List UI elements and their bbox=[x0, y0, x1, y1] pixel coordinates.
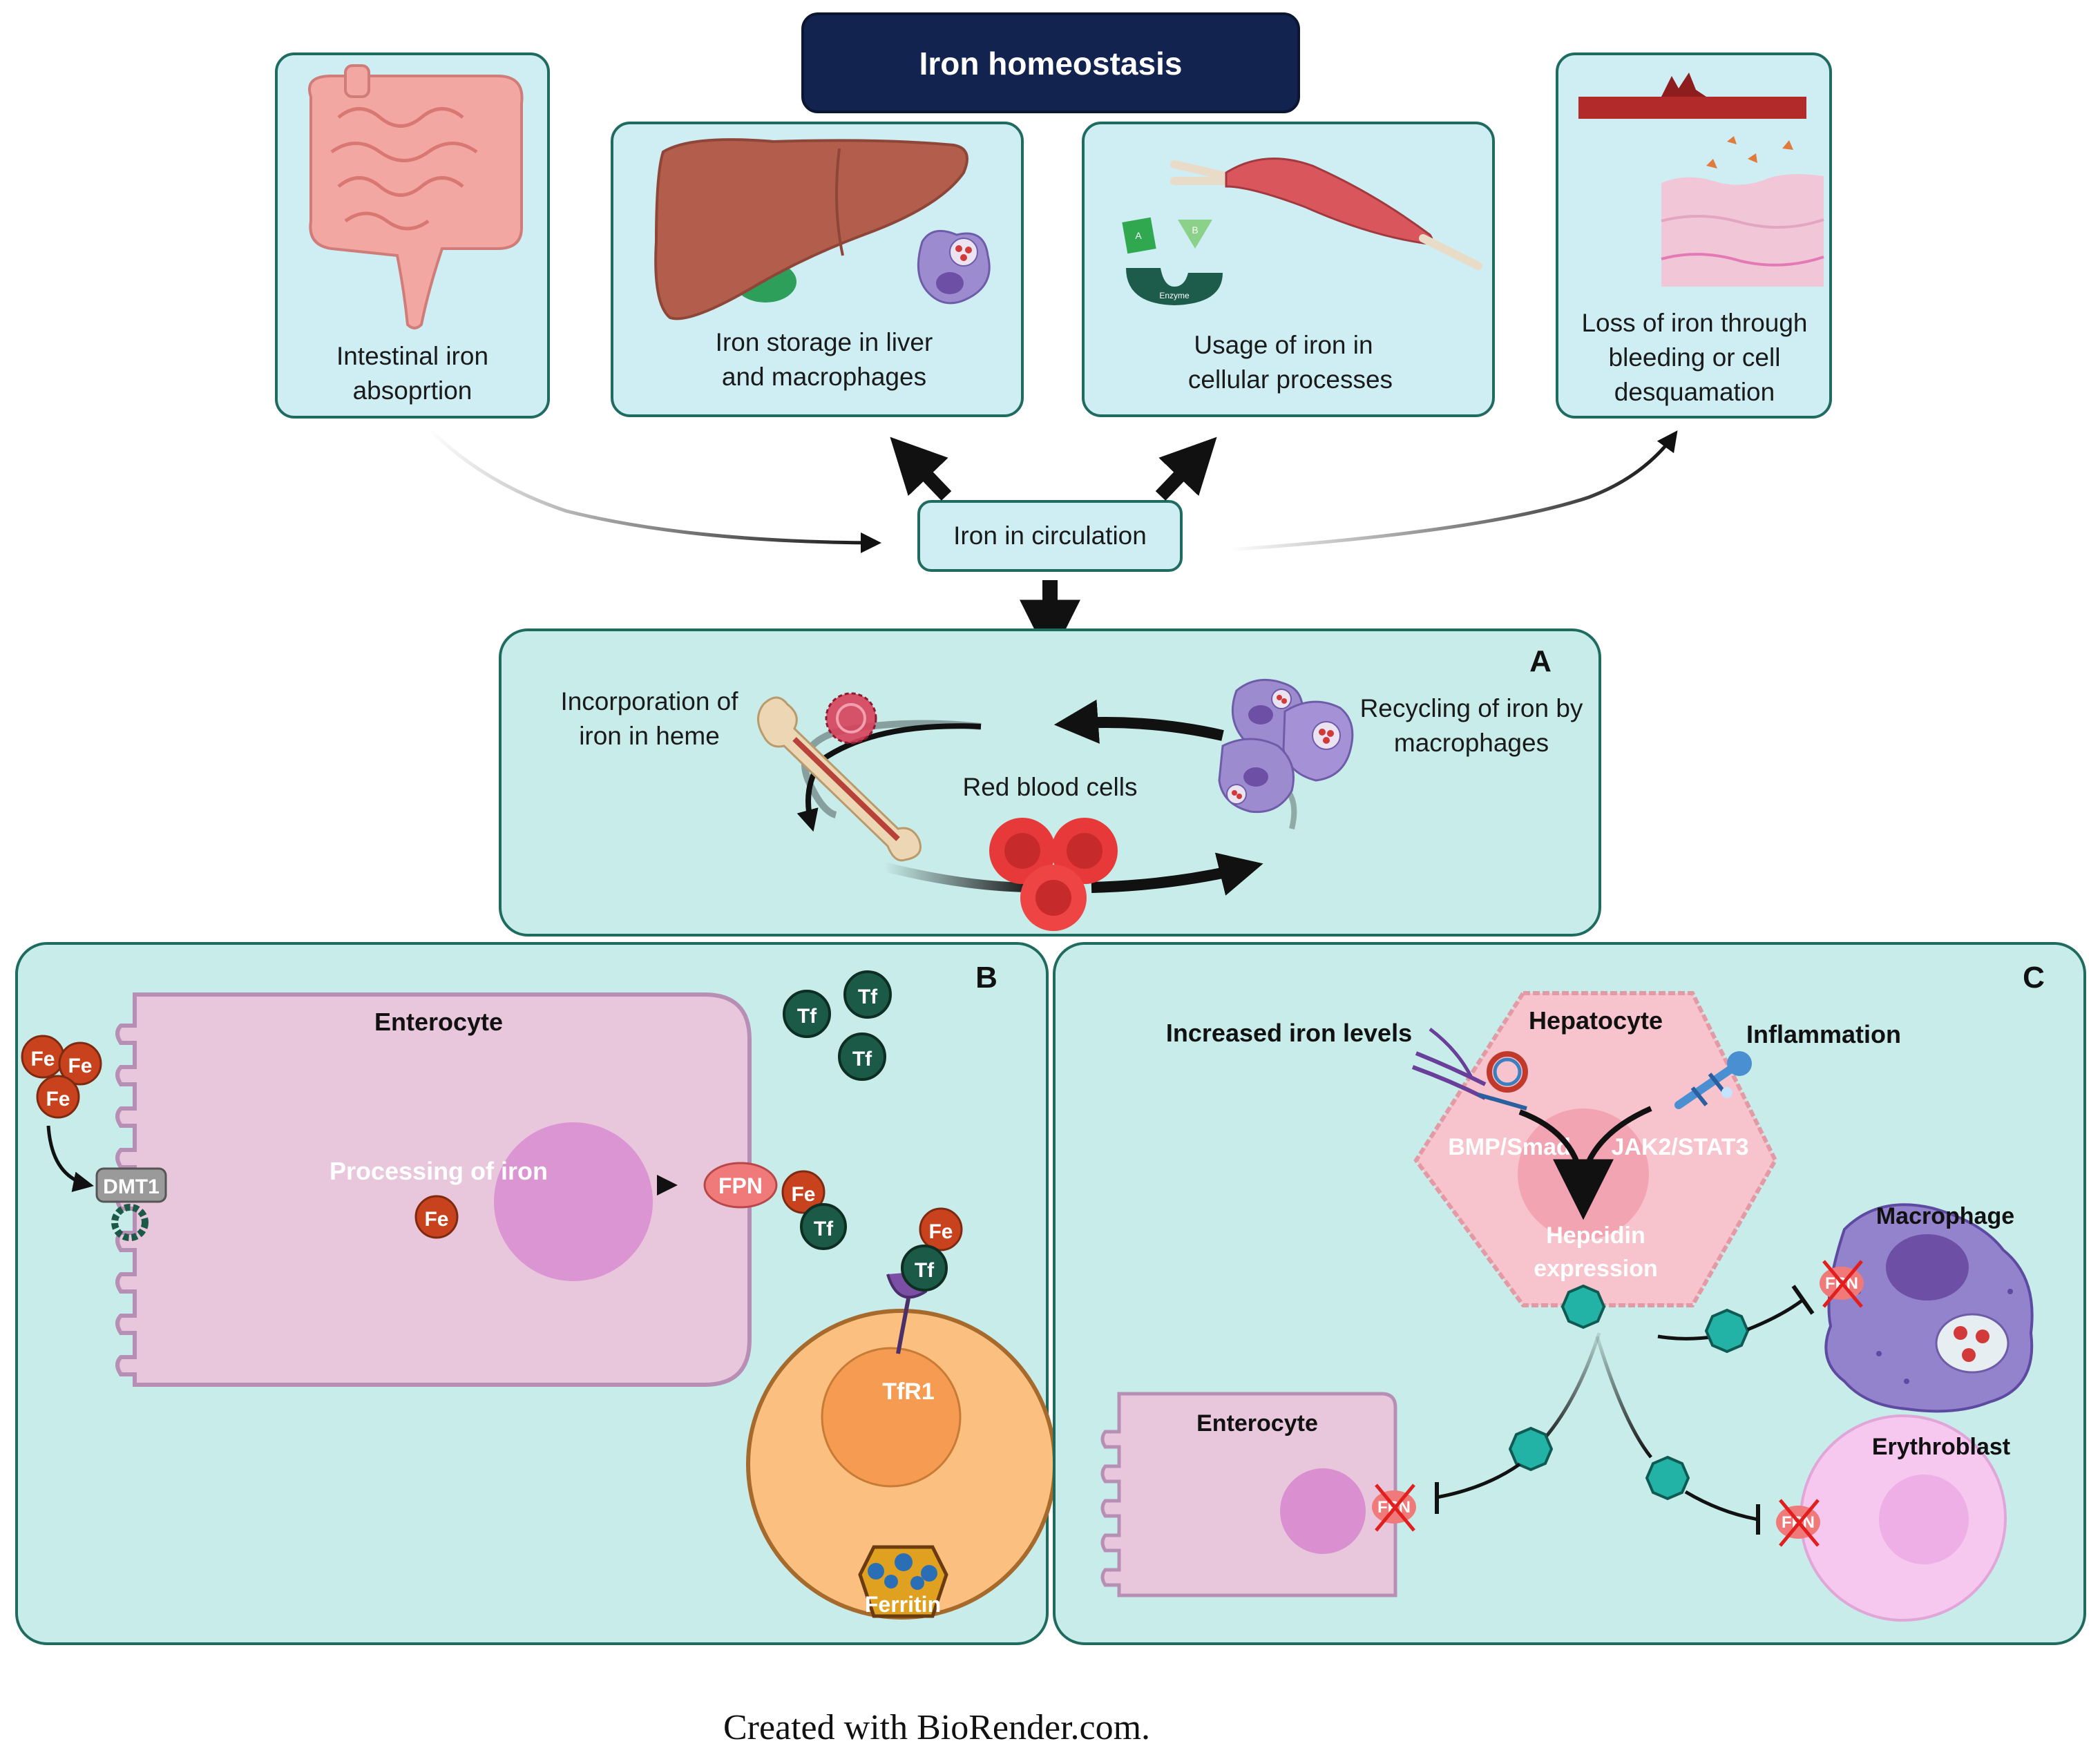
enterocyte-cell-c bbox=[1100, 1392, 1397, 1597]
enterocyte-label: Enterocyte bbox=[374, 1008, 503, 1036]
macrophage-small-icon bbox=[917, 229, 991, 305]
macrophage-cluster-icon bbox=[1218, 678, 1354, 814]
fe-cluster-outside: Fe Fe Fe bbox=[21, 1035, 102, 1119]
box-iron-usage: A B Enzyme Usage of iron in cellular pro… bbox=[1082, 122, 1495, 417]
rbc-label: Red blood cells bbox=[963, 773, 1138, 801]
bmp-smad-label: BMP/Smad bbox=[1448, 1134, 1571, 1160]
intestinal-label-1: Intestinal iron bbox=[336, 342, 488, 370]
enterocyte-cell bbox=[115, 992, 752, 1387]
processing-label: Processing of iron bbox=[330, 1157, 548, 1185]
ferritin-label: Ferritin bbox=[865, 1592, 941, 1617]
recycling-label-1: Recycling of iron by bbox=[1360, 694, 1583, 722]
inflammation-label: Inflammation bbox=[1746, 1020, 1901, 1048]
dmt1-transporter: DMT1 bbox=[95, 1167, 167, 1241]
jak-stat-label: JAK2/STAT3 bbox=[1611, 1134, 1748, 1160]
label-panel_b-fe: Fe bbox=[424, 1208, 448, 1231]
increased-iron-label: Increased iron levels bbox=[1166, 1019, 1412, 1047]
fpn-label: FPN bbox=[718, 1173, 763, 1198]
fpn-blocked-enterocyte: FPN bbox=[1372, 1484, 1416, 1532]
circulation-label: Iron in circulation bbox=[953, 521, 1147, 550]
arrow-circulation-to-usage bbox=[1155, 436, 1217, 501]
arrow-circulation-to-loss bbox=[1229, 430, 1678, 552]
usage-label-2: cellular processes bbox=[1188, 365, 1393, 394]
intestinal-label-2: absoprtion bbox=[353, 376, 472, 405]
bone-icon bbox=[757, 696, 922, 862]
footer-credit: Created with BioRender.com. bbox=[723, 1708, 1150, 1747]
bmp-receptor-icon bbox=[1411, 1028, 1528, 1111]
hepcidin-to-erythroblast bbox=[1645, 1455, 1760, 1535]
storage-label-2: and macrophages bbox=[722, 363, 926, 391]
label-panel_b-tf: Tf bbox=[797, 1005, 817, 1028]
label-panel_b-tf: Tf bbox=[915, 1259, 935, 1282]
label-panel_b-tf: Tf bbox=[858, 986, 878, 1008]
arrow-circulation-to-storage bbox=[890, 436, 952, 501]
fpn-blocked-erythroblast: FPN bbox=[1776, 1499, 1820, 1547]
panel-a: A Incorporation of iron in heme Recyclin… bbox=[499, 628, 1601, 937]
fe-tf-complex-2: Fe Tf bbox=[901, 1207, 963, 1292]
macrophage-cell bbox=[1824, 1203, 2034, 1413]
usage-label-1: Usage of iron in bbox=[1194, 331, 1373, 359]
muscle-icon bbox=[1170, 157, 1482, 270]
diagram-title: Iron homeostasis bbox=[919, 46, 1183, 81]
panel-b-letter: B bbox=[975, 961, 998, 995]
panel-b: B Enterocyte Processing of iron Fe Fe Fe… bbox=[15, 942, 1057, 1645]
hepcidin-to-enterocyte bbox=[1435, 1426, 1554, 1514]
hepatocyte-label: Hepatocyte bbox=[1529, 1006, 1663, 1035]
hepcidin-label-2: expression bbox=[1534, 1256, 1658, 1282]
hepcidin-source bbox=[1560, 1284, 1606, 1329]
bleeding-icon bbox=[1578, 73, 1806, 119]
ferritin-icon: Ferritin bbox=[858, 1545, 948, 1618]
skin-layer-icon bbox=[1661, 136, 1824, 287]
box-iron-storage: Iron storage in liver and macrophages bbox=[611, 122, 1024, 417]
tfr1-label: TfR1 bbox=[882, 1379, 935, 1405]
fpn-blocked-macrophage: FPN bbox=[1820, 1260, 1864, 1308]
erythroblast-cell bbox=[1800, 1414, 2007, 1622]
fe-uptake-arrow bbox=[46, 1125, 94, 1192]
enzyme-label: Enzyme bbox=[1159, 291, 1190, 300]
macrophage-label: Macrophage bbox=[1876, 1203, 2014, 1229]
enterocyte-c-label: Enterocyte bbox=[1196, 1410, 1318, 1437]
arrow-absorption-to-circulation bbox=[427, 427, 881, 553]
label-panel_b-tf: Tf bbox=[814, 1218, 834, 1240]
label-panel_b-fe: Fe bbox=[791, 1183, 815, 1206]
enzyme-substrate-b: B bbox=[1192, 224, 1198, 236]
title-banner: Iron homeostasis bbox=[801, 12, 1300, 113]
heme-label-1: Incorporation of bbox=[560, 687, 738, 716]
label-panel_b-fe: Fe bbox=[30, 1048, 55, 1070]
recycling-label-2: macrophages bbox=[1394, 729, 1549, 757]
heme-label-2: iron in heme bbox=[579, 722, 720, 750]
red-blood-cells-icon bbox=[989, 818, 1118, 931]
hepcidin-to-macrophage bbox=[1704, 1285, 1815, 1354]
heme-icon bbox=[825, 692, 877, 745]
panel-a-letter: A bbox=[1529, 644, 1552, 678]
label-panel_b-fe: Fe bbox=[68, 1055, 92, 1077]
label-panel_b-tf: Tf bbox=[852, 1048, 872, 1070]
fpn-transporter: FPN bbox=[703, 1162, 778, 1209]
label-panel_b-fe: Fe bbox=[46, 1088, 70, 1111]
hepcidin-label-1: Hepcidin bbox=[1546, 1222, 1645, 1249]
loss-label-2: bleeding or cell bbox=[1609, 343, 1781, 372]
label-panel_b-fe: Fe bbox=[928, 1220, 953, 1243]
enzyme-substrate-a: A bbox=[1135, 230, 1142, 241]
liver-icon bbox=[654, 138, 968, 320]
storage-label-1: Iron storage in liver bbox=[716, 328, 933, 356]
box-intestinal-absorption: Intestinal iron absoprtion bbox=[275, 52, 550, 419]
inflammation-receptor-icon bbox=[1674, 1051, 1752, 1109]
loss-label-3: desquamation bbox=[1614, 378, 1775, 406]
panel-c-letter: C bbox=[2023, 961, 2045, 995]
fe-inside: Fe bbox=[414, 1195, 459, 1239]
box-iron-loss: Loss of iron through bleeding or cell de… bbox=[1556, 52, 1832, 419]
intestine-icon bbox=[308, 64, 524, 329]
iron-in-circulation-box: Iron in circulation bbox=[917, 500, 1183, 572]
dmt1-label: DMT1 bbox=[103, 1175, 160, 1198]
enzyme-icon: A B Enzyme bbox=[1122, 217, 1223, 305]
loss-label-1: Loss of iron through bbox=[1581, 309, 1807, 337]
panel-c: C Hepatocyte Increased iron levels Infla… bbox=[1053, 942, 2086, 1645]
fe-tf-complex-1: Fe Tf bbox=[781, 1170, 847, 1250]
erythroblast-label: Erythroblast bbox=[1872, 1434, 2010, 1460]
tf-cluster: Tf Tf Tf bbox=[783, 970, 892, 1081]
